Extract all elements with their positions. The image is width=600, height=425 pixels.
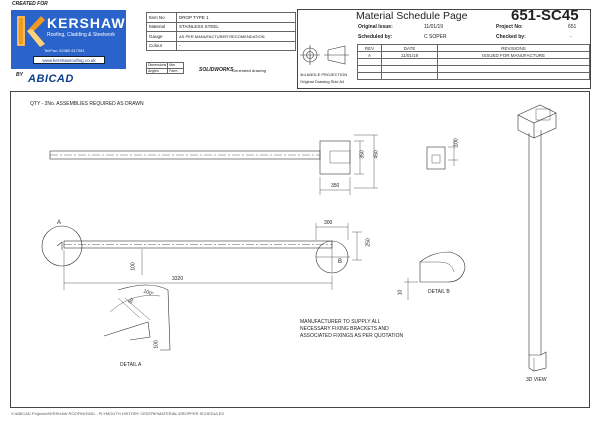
original-issue-label: Original Issue: bbox=[358, 24, 393, 30]
original-issue-value: 11/01/19 bbox=[424, 24, 444, 30]
project-no-value: 651 bbox=[568, 24, 577, 30]
units-angles-label: Angles bbox=[145, 67, 169, 74]
label-b: B bbox=[338, 259, 343, 265]
empty-date-cell bbox=[381, 65, 438, 73]
title-block bbox=[297, 9, 591, 89]
qty-note: QTY - 2No. ASSEMBLIES REQUIRED AS DRAWN bbox=[30, 101, 144, 107]
empty-text-cell bbox=[437, 65, 590, 73]
checked-by-label: Checked by: bbox=[496, 34, 526, 40]
empty-rev-cell bbox=[357, 72, 382, 80]
dim-300: 300 bbox=[324, 220, 333, 226]
empty-date-cell bbox=[381, 58, 438, 66]
by-label: BY bbox=[16, 72, 23, 78]
drawing-frame bbox=[10, 91, 590, 408]
projection-label: 3rd ANGLE PROJECTION bbox=[300, 72, 348, 77]
manufacturer-note-line1: MANUFACTURER TO SUPPLY ALL bbox=[300, 319, 381, 325]
dim-350-height: 350 bbox=[359, 150, 366, 159]
detail-a-label: DETAIL A bbox=[120, 362, 142, 368]
company-tel: Tel/Fax: 02380 617061 bbox=[44, 48, 85, 53]
material-value: STAINLESS STEEL bbox=[176, 21, 296, 32]
kershaw-logo: KERSHAW Roofing, Cladding & Steelwork Te… bbox=[11, 10, 126, 69]
footer-path: X:\ABICAD Projects\KERSHAW ROOFING\651 -… bbox=[11, 411, 225, 416]
colour-label: Colour bbox=[146, 40, 177, 51]
revisions-table: REV DATE REVISIONS A 11/01/19 ISSUED FOR… bbox=[357, 44, 590, 80]
solidworks-text: Generated drawing bbox=[232, 67, 267, 73]
empty-text-cell bbox=[437, 58, 590, 66]
colour-value: - bbox=[176, 40, 296, 51]
kershaw-k-icon bbox=[17, 16, 45, 47]
material-label: Material bbox=[146, 21, 177, 32]
page-title: Material Schedule Page bbox=[356, 10, 468, 22]
rev-text: ISSUED FOR MANUFACTURE bbox=[437, 51, 590, 59]
dim-3320: 3320 bbox=[172, 276, 184, 282]
manufacturer-note-line3: ASSOCIATED FIXINGS AS PER QUOTATION bbox=[300, 333, 404, 339]
schedule-code: 651-SC45 bbox=[511, 7, 579, 24]
rev-value: A bbox=[357, 51, 382, 59]
company-website[interactable]: www.kershawroofing.co.uk bbox=[33, 56, 105, 64]
units-dimensions-label: Dimensions bbox=[145, 62, 169, 69]
company-subtitle: Roofing, Cladding & Steelwork bbox=[47, 32, 115, 38]
company-name: KERSHAW bbox=[47, 15, 126, 31]
dim-450: 450 bbox=[373, 150, 380, 159]
gauge-label: Gauge bbox=[146, 31, 177, 42]
view-3d-label: 3D VIEW bbox=[526, 377, 547, 383]
revisions-header: REVISIONS bbox=[437, 44, 590, 52]
label-a: A bbox=[57, 220, 62, 226]
units-angles-value: Farm bbox=[167, 67, 185, 74]
empty-date-cell bbox=[381, 72, 438, 80]
created-for-label: CREATED FOR bbox=[12, 1, 48, 7]
manufacturer-note-line2: NECESSARY FIXING BRACKETS AND bbox=[300, 326, 389, 332]
dim-100-detail: 100 bbox=[153, 340, 160, 349]
gauge-value: AS PER MANUFACTURER RECOMENDATION bbox=[176, 31, 296, 42]
rev-date: 11/01/19 bbox=[381, 51, 438, 59]
dim-100-end: 100 bbox=[453, 138, 460, 147]
empty-rev-cell bbox=[357, 58, 382, 66]
empty-rev-cell bbox=[357, 65, 382, 73]
abicad-logo: ABICAD bbox=[28, 73, 74, 85]
rev-header: REV bbox=[357, 44, 382, 52]
dim-250: 250 bbox=[365, 238, 372, 247]
units-dimensions-value: Mm bbox=[167, 62, 185, 69]
detail-b-label: DETAIL B bbox=[428, 289, 450, 295]
project-no-label: Project No: bbox=[496, 24, 523, 30]
dim-350-width: 350 bbox=[331, 183, 340, 189]
drawing-size-note: Original Drawing Size A4 bbox=[300, 79, 345, 84]
dim-100-left: 100 bbox=[130, 262, 137, 271]
scheduled-by-value: C SOPER bbox=[424, 34, 447, 40]
date-header: DATE bbox=[381, 44, 438, 52]
dim-10: 10 bbox=[397, 289, 404, 296]
item-no-value: DROP TYPE 1 bbox=[176, 12, 296, 23]
item-no-label: Item No bbox=[146, 12, 177, 23]
scheduled-by-label: Scheduled by: bbox=[358, 34, 393, 40]
checked-by-value: - bbox=[570, 34, 572, 40]
empty-text-cell bbox=[437, 72, 590, 80]
solidworks-brand: SOLIDWORKS bbox=[199, 67, 234, 73]
